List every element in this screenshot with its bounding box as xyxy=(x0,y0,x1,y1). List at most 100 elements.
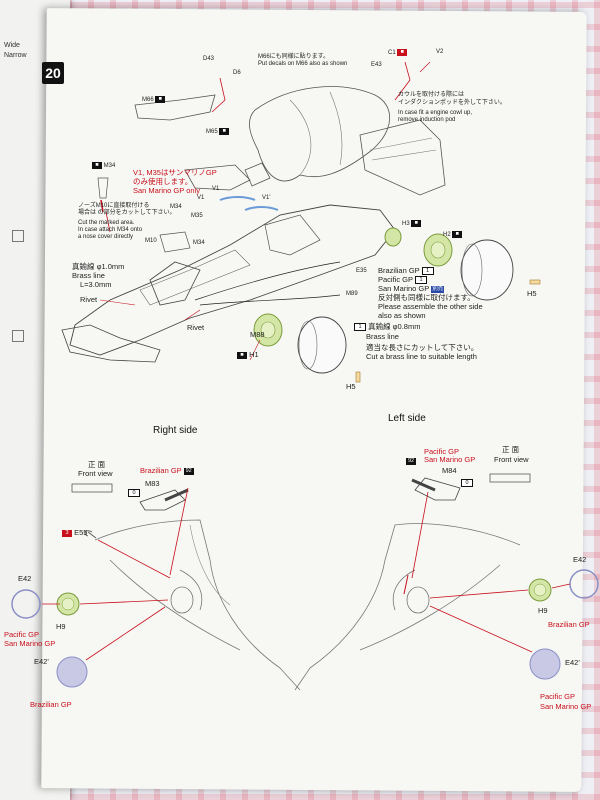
brass-line-jp: 真鍮線 φ1.0mm xyxy=(72,262,125,271)
brass-line-en: Brass line xyxy=(72,271,105,280)
part-label-v1-prime: V1' xyxy=(262,195,271,201)
v1-m35-note-jp: V1, M35はサンマリノGP xyxy=(133,168,217,177)
underlying-checkbox xyxy=(12,230,24,242)
left-gp-pacific-2: Pacific GP xyxy=(540,692,576,701)
part-label-m84: M84 xyxy=(442,466,457,475)
engine-cowl-drawing xyxy=(249,86,390,182)
part-label-m35: M35 xyxy=(191,213,203,219)
part-label-v1-top: V1 xyxy=(212,186,220,192)
rivet-label-2: Rivet xyxy=(187,323,205,332)
other-side-note-jp: 反対側も同様に取付けます。 xyxy=(378,293,475,302)
left-label-h9: H9 xyxy=(538,606,548,615)
part-label-h1: ■ H1 xyxy=(237,350,259,359)
induction-note-jp2: インダクションポッドを外して下さい。 xyxy=(398,100,506,106)
part-label-m88: M88 xyxy=(250,330,265,339)
disc-e42-prime-right xyxy=(56,656,88,688)
induction-note-jp: カウルを取付ける際には xyxy=(398,92,465,98)
gp-sanmarino-label: San Marino GP 別売 xyxy=(378,284,445,293)
nose-note-en3: a nose cover directly xyxy=(78,234,134,240)
floor-part-drawing xyxy=(184,164,251,191)
part-label-d6: D6 xyxy=(233,70,241,76)
brass-line-length: L=3.0mm xyxy=(80,280,112,289)
step-number: 20 xyxy=(42,62,64,84)
nose-note-en2: In case attach M34 onto xyxy=(78,227,143,233)
right-gp-brazil-2: Brazilian GP xyxy=(30,700,72,709)
right-front-view-en: Front view xyxy=(78,469,113,478)
right-cowl-drawing xyxy=(94,519,301,691)
front-tyre-drawing xyxy=(297,316,347,374)
right-side-title: Right side xyxy=(153,425,198,436)
v1-m35-note-jp2: のみ使用します。 xyxy=(133,177,193,186)
right-label-e42: E42 xyxy=(18,574,32,583)
mirror-m84 xyxy=(414,477,461,501)
nose-part-m10 xyxy=(159,231,191,253)
part-label-e35: E35 xyxy=(356,268,367,274)
other-side-note-en: Please assemble the other side xyxy=(378,302,483,311)
cut-note-en: Cut a brass line to suitable length xyxy=(366,352,477,361)
part-label-m83: M83 xyxy=(145,479,160,488)
left-label-e42-prime: E42' xyxy=(565,658,580,667)
nose-note-jp2: 場合は の部分をカットして下さい。 xyxy=(78,210,176,216)
right-front-view-jp: 正 面 xyxy=(88,460,106,469)
underlying-label-narrow: Narrow xyxy=(4,52,27,59)
wheel-h3 xyxy=(384,227,402,247)
right-gp-pacific: Pacific GP xyxy=(4,630,40,639)
left-gp-pacific: Pacific GP xyxy=(424,447,460,456)
left-front-view-jp: 正 面 xyxy=(502,445,520,454)
front-view-icon-left xyxy=(489,473,531,483)
left-gp-sanmarino-2: San Marino GP xyxy=(540,702,592,711)
part-label-h3: H3 ■ xyxy=(402,220,422,228)
chassis-drawing xyxy=(69,204,396,356)
part-label-m34: ■ M34 xyxy=(92,162,115,170)
part-label-m34-3: M34 xyxy=(193,240,205,246)
cut-note-jp: 適当な長さにカットして下さい。 xyxy=(366,343,479,352)
fuel-cap-m34 xyxy=(97,177,109,199)
left-gp-brazil: Brazilian GP xyxy=(548,620,590,629)
part-label-m89: M89 xyxy=(346,291,358,297)
left-intake-hole xyxy=(406,586,430,614)
part-label-d43: D43 xyxy=(203,56,215,62)
underlying-checkbox xyxy=(12,330,24,342)
right-label-h9: H9 xyxy=(56,622,66,631)
left-gp-sanmarino: San Marino GP xyxy=(424,455,476,464)
part-e55 xyxy=(84,530,97,539)
part-label-m66: M66 ■ xyxy=(142,96,166,104)
part-label-m65: M65 ■ xyxy=(206,128,230,136)
left-badge-92: 92 xyxy=(406,457,416,465)
disc-e42-prime-left xyxy=(529,648,561,680)
right-gp-sanmarino: San Marino GP xyxy=(4,639,56,648)
part-label-h5-1: H5 xyxy=(527,289,537,298)
nose-note-jp: ノーズM10に直接取付ける xyxy=(78,203,150,209)
part-label-m10: M10 xyxy=(145,238,157,244)
right-gp-brazil: Brazilian GP 92 xyxy=(140,466,194,475)
ring-e42-right xyxy=(11,589,41,619)
part-label-v2: V2 xyxy=(436,49,444,55)
right-intake-hole xyxy=(170,586,194,614)
part-label-e43: E43 xyxy=(371,62,382,68)
mirror-m83 xyxy=(139,489,186,511)
m66-note-jp: M66にも同様に貼ります。 xyxy=(258,54,330,60)
brass08-jp: 1 真鍮線 φ0.8mm xyxy=(354,322,420,332)
engine-cowl-detail xyxy=(289,91,343,176)
part-label-e55: 3 E55 xyxy=(62,528,87,537)
screw-h5 xyxy=(529,279,541,285)
wind-deflector-v1-prime xyxy=(244,206,279,211)
left-label-e42: E42 xyxy=(573,555,587,564)
rear-tyre-drawing xyxy=(460,239,514,301)
nose-note-en: Cut the marked area. xyxy=(78,220,135,226)
v1-m35-note-en: San Marino GP only xyxy=(133,186,200,195)
part-label-m34-2: M34 xyxy=(170,204,182,210)
wind-deflector-v1 xyxy=(219,196,256,201)
m66-note-en: Put decals on M66 also as shown xyxy=(258,61,348,67)
induction-note-en2: remove induction pod xyxy=(398,117,456,123)
part-label-c1: C1 ■ xyxy=(388,49,408,57)
part-label-h5-2: H5 xyxy=(346,382,356,391)
gp-pacific-label: Pacific GP 1 xyxy=(378,275,427,285)
left-front-view-en: Front view xyxy=(494,455,529,464)
rear-wing-drawing xyxy=(359,119,446,196)
induction-note-en: In case fit a engine cowl up, xyxy=(398,110,473,116)
brass08-en: Brass line xyxy=(366,332,399,341)
rivet-label-1: Rivet xyxy=(80,295,98,304)
gp-brazil-label: Brazilian GP 1 xyxy=(378,266,434,276)
